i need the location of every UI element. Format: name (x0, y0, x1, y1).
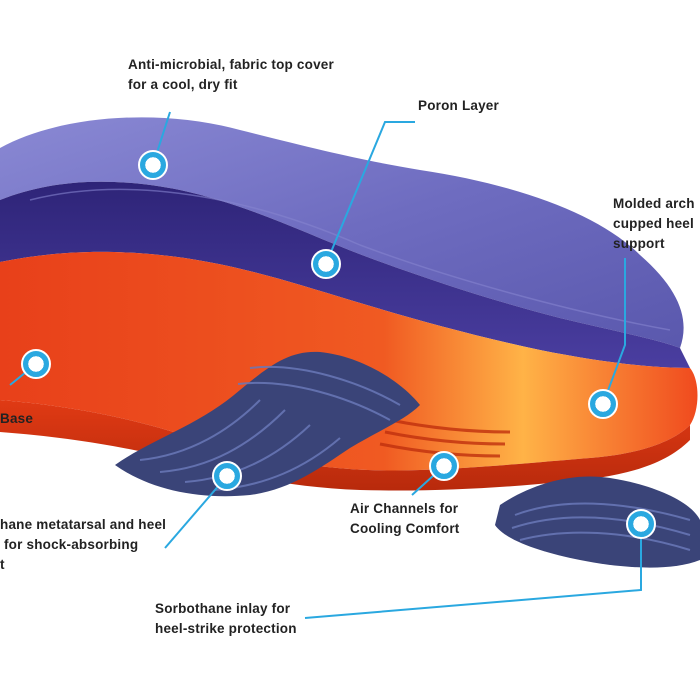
base-side-wall (0, 400, 690, 491)
label-top-cover: Anti-microbial, fabric top cover for a c… (128, 57, 334, 92)
heel-inlay (495, 476, 700, 568)
label-metatarsal: hane metatarsal and heel for shock-absor… (0, 517, 167, 572)
label-base: Base (0, 411, 34, 426)
leader-poron (325, 121, 415, 265)
callout-dot-icon (21, 349, 51, 379)
metatarsal-inlay (115, 351, 420, 497)
callout-dot-icon (626, 509, 656, 539)
poron-layer (0, 181, 690, 368)
leader-arch (602, 258, 626, 405)
top-cover-layer (0, 117, 684, 348)
callout-dot-icon (212, 461, 242, 491)
callout-dot-icon (429, 451, 459, 481)
callout-dots (21, 150, 656, 539)
label-poron: Poron Layer (418, 98, 499, 113)
label-air-channels: Air Channels for Cooling Comfort (350, 501, 460, 536)
callout-dot-icon (311, 249, 341, 279)
callout-dot-icon (588, 389, 618, 419)
callout-dot-icon (138, 150, 168, 180)
leader-metatarsal (164, 475, 228, 549)
label-heel-inlay: Sorbothane inlay for heel-strike protect… (155, 601, 297, 636)
leader-heel (304, 524, 642, 619)
label-arch: Molded arch cupped heel support (613, 196, 695, 251)
